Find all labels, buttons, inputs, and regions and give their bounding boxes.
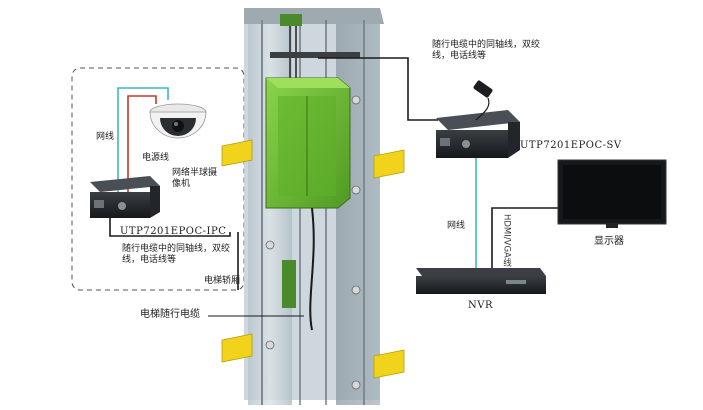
elevator-cable-label: 电梯随行电缆 <box>140 309 200 320</box>
yellow-beam-bottom <box>221 333 253 363</box>
hdmi-vga-label: HDMI/VGA线 <box>501 214 512 267</box>
cable-car-to-sv <box>318 57 438 121</box>
monitor-icon <box>557 159 667 228</box>
left-cable-note: 随行电缆中的同轴线，双绞线，电话线等 <box>122 244 231 266</box>
nvr-icon <box>416 268 546 294</box>
yellow-beam-top <box>221 139 253 167</box>
device-top-name: UTP7201EPOC-SV <box>520 140 622 151</box>
elevator-car-label: 电梯轿厢 <box>204 276 241 286</box>
dome-camera-icon <box>149 103 207 139</box>
hdmi-vga-line <box>491 207 560 268</box>
monitor-label: 显示器 <box>594 236 624 247</box>
converter-sv-icon <box>436 110 520 158</box>
cable-to-ipc <box>109 212 231 237</box>
power-wire-label: 电源线 <box>142 153 170 163</box>
nvr-label: NVR <box>468 300 494 311</box>
network-wire-left-label: 网线 <box>96 132 115 142</box>
elevator-car <box>265 77 351 209</box>
power-adapter-icon <box>473 80 493 121</box>
network-wire-left-line <box>117 87 169 196</box>
network-wire-right-label: 网线 <box>447 221 466 231</box>
converter-ipc-icon <box>90 176 160 218</box>
top-right-cable-note: 随行电缆中的同轴线，双绞线，电话线等 <box>432 40 541 62</box>
power-wire-line <box>127 95 157 196</box>
travelling-cable <box>309 207 315 331</box>
camera-label: 网络半球摄像机 <box>172 168 218 190</box>
device-left-name: UTP7201EPOC-IPC <box>120 226 227 237</box>
